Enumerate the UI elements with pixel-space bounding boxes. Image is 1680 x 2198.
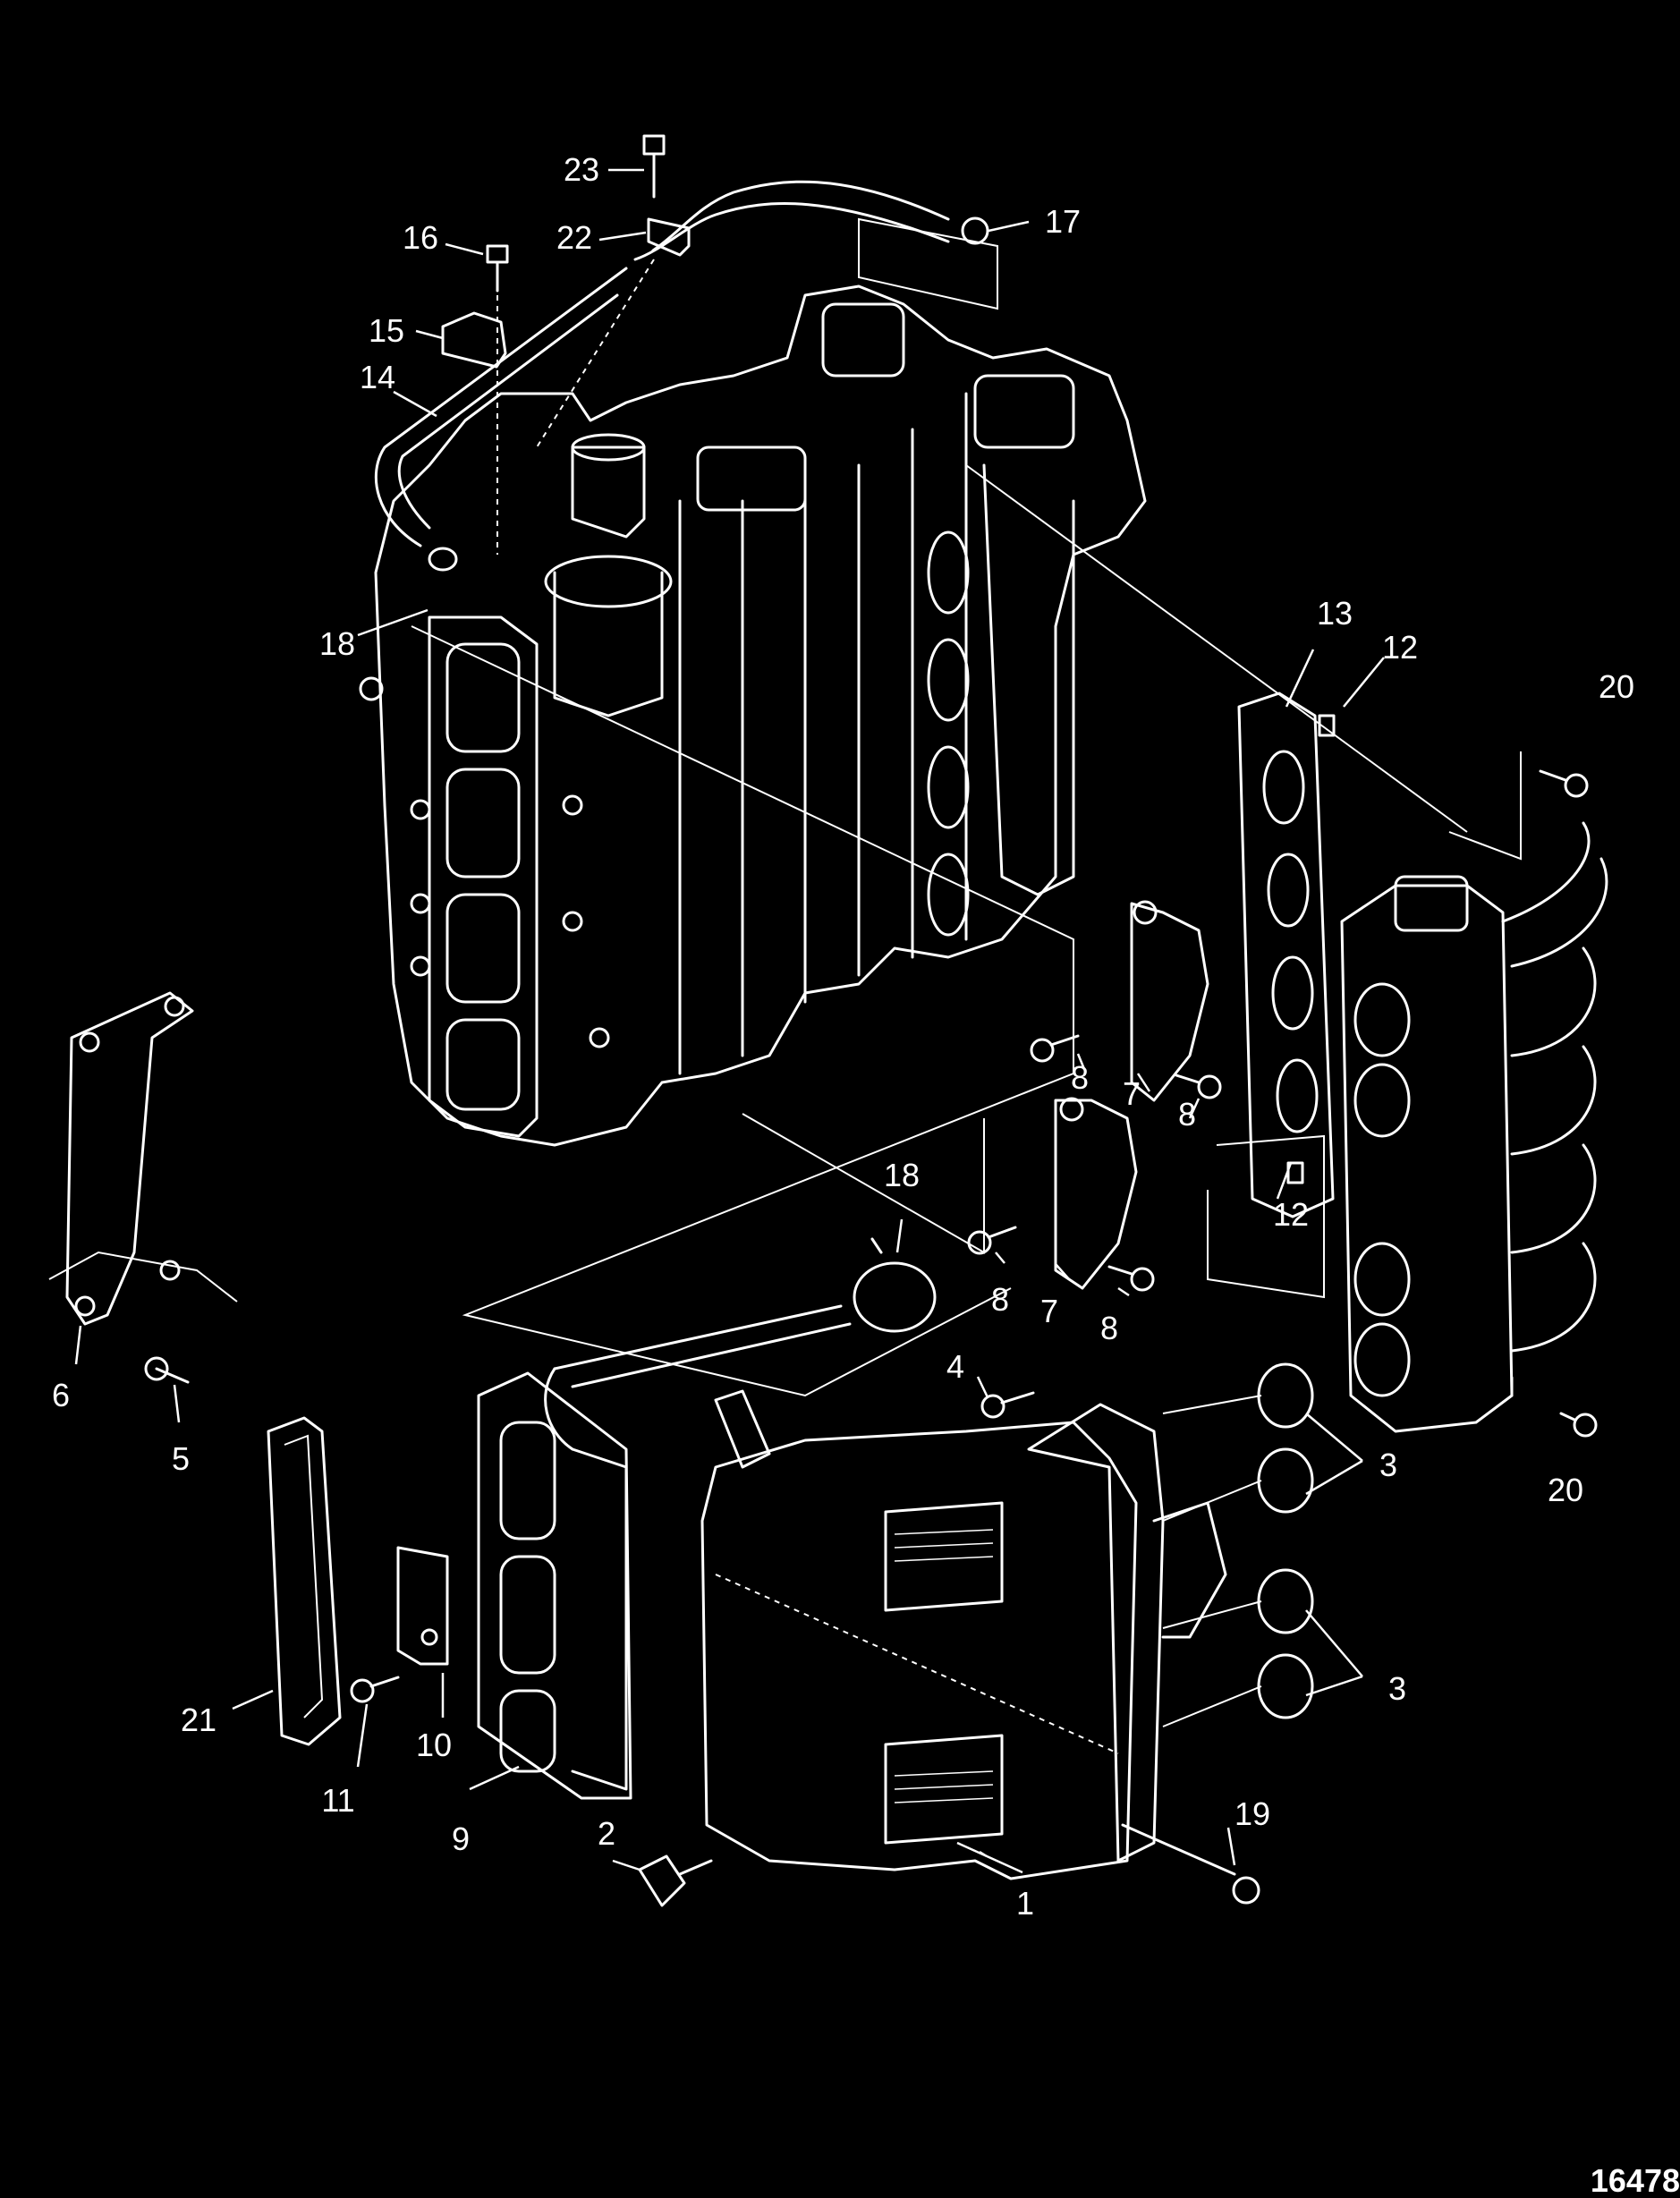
bolts-drawing	[980, 1391, 1260, 1905]
callout-12-upper: 12	[1382, 629, 1418, 666]
figure-id: 16478	[1591, 2162, 1680, 2198]
top-hardware-drawing	[441, 134, 998, 555]
callout-21: 21	[181, 1702, 216, 1738]
intake-gasket-drawing	[1237, 692, 1336, 1218]
callout-3-upper: 3	[1379, 1447, 1397, 1483]
brackets-drawing	[967, 900, 1222, 1292]
callout-17: 17	[1045, 203, 1081, 240]
guide-lines	[411, 464, 1468, 1397]
hose-drawing	[374, 180, 950, 572]
callout-16: 16	[403, 219, 438, 256]
callout-7-b: 7	[1040, 1293, 1058, 1329]
o-rings-drawing	[1162, 1362, 1314, 1727]
callout-9: 9	[452, 1820, 470, 1857]
callout-10: 10	[416, 1727, 452, 1763]
callout-11: 11	[321, 1782, 354, 1819]
callout-14: 14	[360, 359, 395, 395]
callout-6: 6	[52, 1377, 70, 1413]
callout-20-upper: 20	[1599, 668, 1634, 705]
throttle-body-drawing	[1340, 751, 1608, 1438]
filter-assembly-drawing	[267, 1371, 713, 1907]
callout-4: 4	[946, 1348, 964, 1385]
callout-15: 15	[369, 312, 404, 349]
callout-7-a: 7	[1123, 1075, 1141, 1112]
callout-5: 5	[172, 1440, 190, 1477]
hose-clamp-drawing	[544, 1237, 937, 1451]
callout-13: 13	[1317, 595, 1353, 632]
callout-8-d: 8	[1100, 1310, 1118, 1346]
callout-23: 23	[564, 151, 599, 188]
callout-labels: 23 22 16 15 14 17 18 13 12 20 8 7 8 12 1…	[52, 151, 1634, 1922]
callout-12-lower: 12	[1273, 1196, 1309, 1233]
callout-18-lower: 18	[884, 1157, 920, 1193]
callout-1: 1	[1016, 1885, 1034, 1922]
callout-22: 22	[556, 219, 592, 256]
callout-3-lower: 3	[1388, 1670, 1406, 1707]
callout-20-lower: 20	[1548, 1472, 1583, 1508]
callout-8-a: 8	[1071, 1059, 1089, 1096]
intake-silencer-drawing	[700, 1389, 1227, 1880]
callout-8-b: 8	[1178, 1096, 1196, 1133]
cylinder-block-drawing	[359, 284, 1147, 1147]
callout-2: 2	[598, 1815, 615, 1852]
callout-18-upper: 18	[319, 625, 355, 662]
callout-leaders	[74, 168, 1385, 1874]
callout-8-c: 8	[991, 1281, 1009, 1318]
support-bracket-drawing	[48, 991, 238, 1384]
callout-19: 19	[1235, 1795, 1270, 1832]
